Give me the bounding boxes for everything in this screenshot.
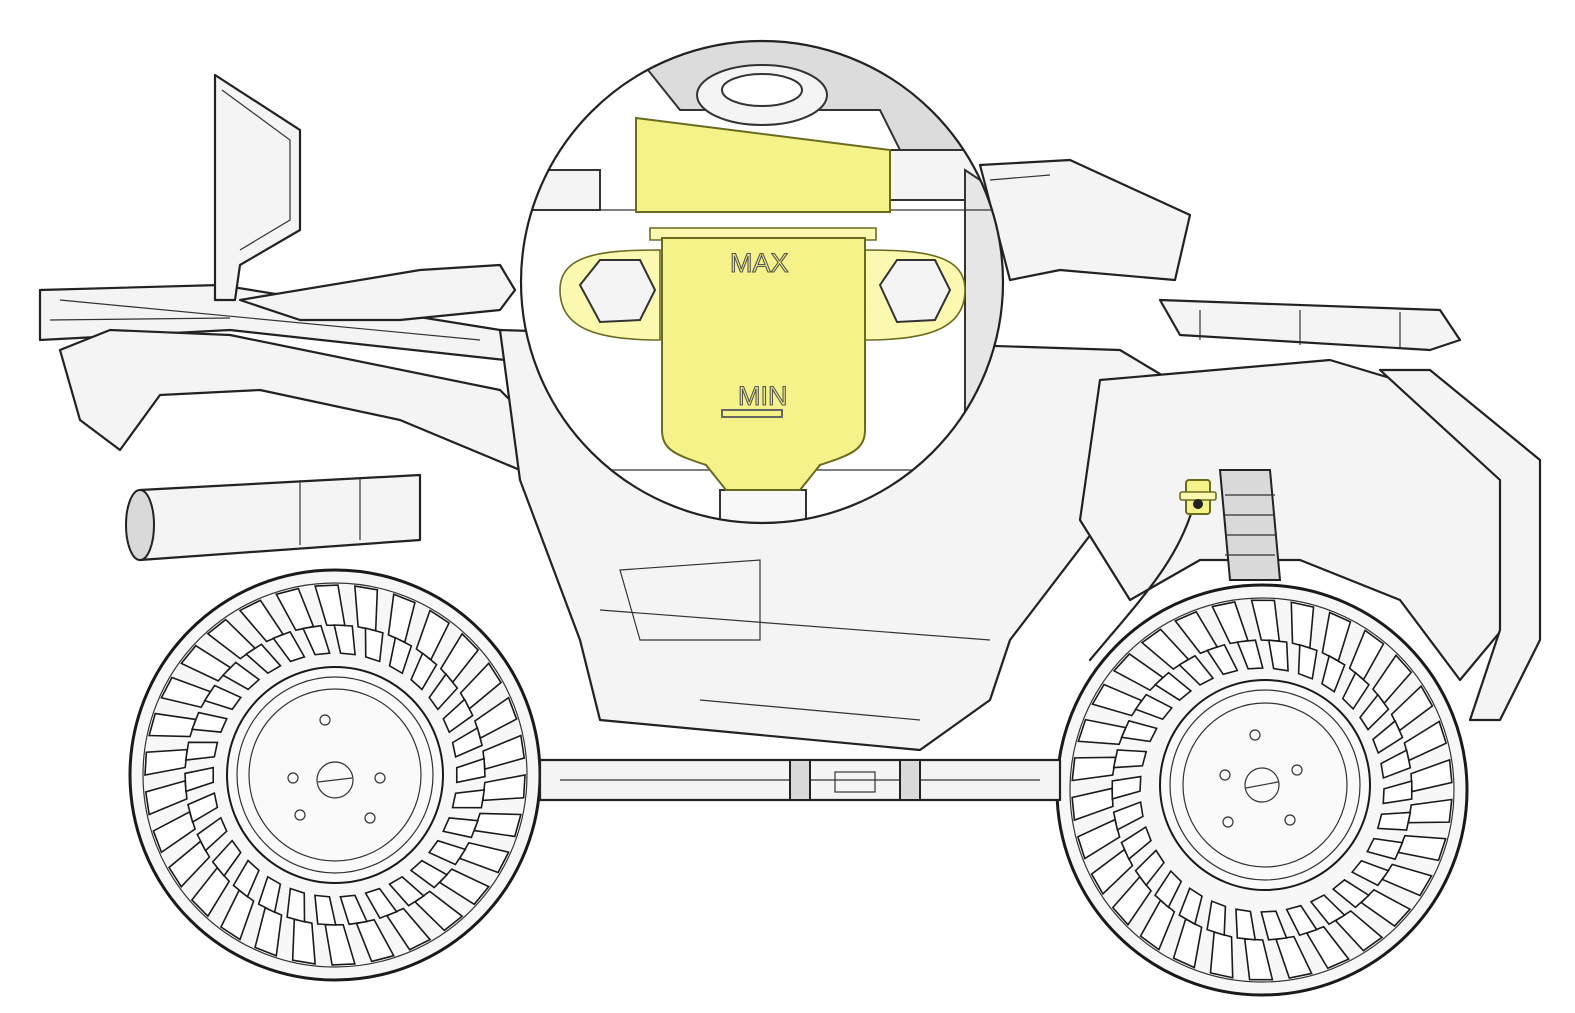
front-wheel <box>1055 583 1469 997</box>
tread-lug <box>1290 601 1315 649</box>
tread-lug <box>1178 654 1215 686</box>
tread-lug <box>1297 643 1318 680</box>
tread-lug <box>1209 931 1234 979</box>
mounting-bolt-left <box>559 249 661 341</box>
rear-wheel <box>128 568 542 982</box>
tread-lug <box>257 875 282 914</box>
tread-lug <box>1372 719 1404 755</box>
tread-lug <box>409 859 449 889</box>
tread-lug <box>1366 837 1404 861</box>
atv-body <box>38 73 1542 802</box>
tread-lug <box>1206 643 1239 676</box>
tread-lug <box>314 894 337 926</box>
tread-lug <box>451 726 483 759</box>
tread-lug <box>286 887 306 923</box>
tread-lug <box>301 624 331 656</box>
brake-fluid-reservoir-location <box>1179 479 1217 515</box>
tread-lug <box>1382 780 1413 805</box>
tread-lug <box>187 791 219 824</box>
tread-lug <box>1120 825 1152 861</box>
tread-lug <box>1376 811 1412 831</box>
tread-lug <box>1267 639 1289 672</box>
tread-lug <box>1260 910 1288 941</box>
rear-tire-tread <box>144 584 526 966</box>
tread-lug <box>1112 800 1144 832</box>
tread-lug <box>410 651 438 691</box>
front-tire-tread <box>1071 599 1453 981</box>
tread-lug <box>1134 849 1165 887</box>
tread-lug <box>1235 908 1257 941</box>
tread-lug <box>244 643 282 675</box>
tread-lug <box>1206 900 1227 937</box>
tread-lug <box>442 698 474 734</box>
tread-lug <box>1285 904 1318 937</box>
front-hub <box>1219 729 1303 828</box>
max-level-label: MAX <box>730 248 789 278</box>
tread-lug <box>353 585 379 632</box>
reservoir-detail-callout: MAX MIN <box>519 39 1005 525</box>
tread-lug <box>1321 654 1346 693</box>
tread-lug <box>427 839 467 866</box>
tread-lug <box>196 816 228 852</box>
tread-lug <box>1120 719 1158 743</box>
tread-lug <box>388 636 413 675</box>
tread-lug <box>364 627 384 663</box>
tread-lug <box>1111 775 1142 800</box>
tread-lug <box>203 684 243 711</box>
tread-lug <box>1154 869 1183 909</box>
reservoir-cap <box>635 116 891 213</box>
tread-lug <box>364 887 398 920</box>
tread-lug <box>339 894 369 926</box>
tread-lug <box>1380 748 1412 780</box>
tread-lug <box>1341 671 1370 711</box>
tread-lug <box>184 741 219 761</box>
tread-lug <box>1112 749 1148 769</box>
fluid-reservoir <box>649 227 877 491</box>
tread-lug <box>388 875 426 907</box>
mounting-bolt-right <box>864 249 966 341</box>
tread-lug <box>1153 671 1193 702</box>
tread-lug <box>1350 859 1390 887</box>
tread-lug <box>455 757 486 784</box>
tread-lug <box>1236 639 1264 670</box>
tread-lug <box>291 918 317 965</box>
tread-lug <box>190 711 228 733</box>
tread-lug <box>272 630 306 663</box>
rear-hub <box>287 714 386 824</box>
tread-lug <box>211 839 242 878</box>
tread-lug <box>1359 693 1390 731</box>
tread-lug <box>1134 693 1174 721</box>
tread-lug <box>1331 878 1371 909</box>
tread-lug <box>451 789 486 809</box>
tread-lug <box>221 661 261 691</box>
tread-lug <box>232 859 260 899</box>
tread-lug <box>442 817 480 839</box>
min-level-label: MIN <box>738 381 788 411</box>
tread-lug <box>428 672 459 711</box>
tread-lug <box>333 624 356 656</box>
tread-lug <box>184 766 215 793</box>
tread-lug <box>1309 894 1346 926</box>
tread-lug <box>1178 887 1203 926</box>
